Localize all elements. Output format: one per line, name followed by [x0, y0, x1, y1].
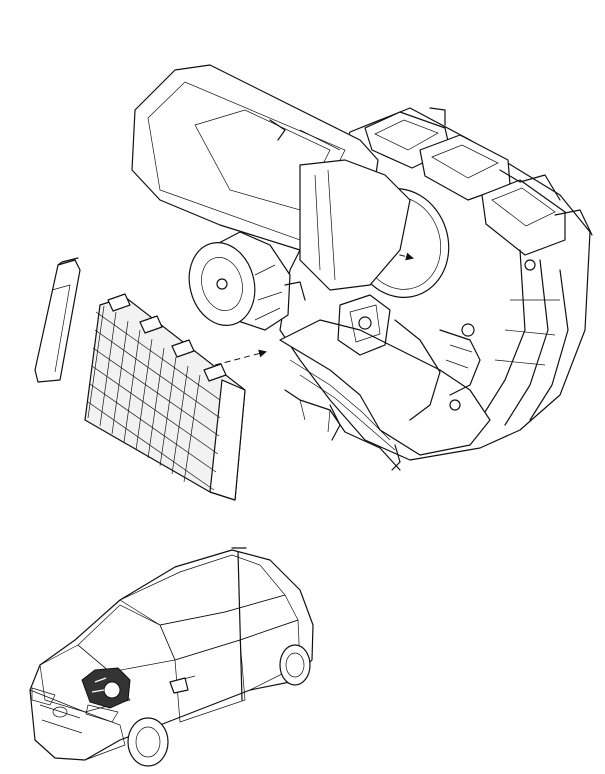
vehicle-location-view — [29, 547, 314, 767]
blower-motor — [188, 231, 306, 331]
cabin-pollen-filter — [84, 293, 267, 501]
air-intake-duct — [131, 64, 411, 291]
air-filter-cover — [34, 257, 81, 383]
location-marker — [81, 667, 131, 709]
